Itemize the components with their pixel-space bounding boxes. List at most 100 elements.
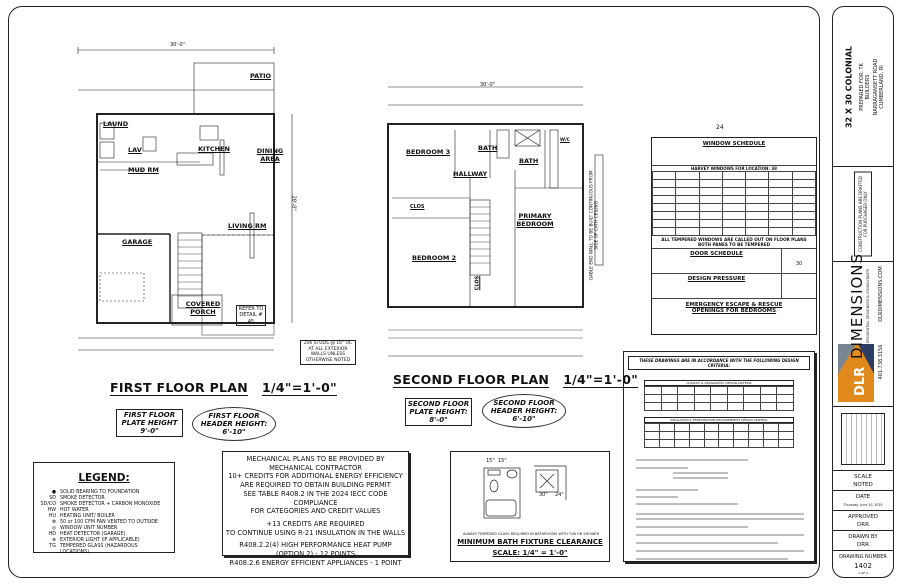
room-wic: W/C <box>560 138 570 143</box>
climatic-table-title: CLIMATIC & GEOGRAPHIC DESIGN CRITERIA <box>644 380 794 386</box>
room-closet-2: CLOS <box>474 275 481 291</box>
room-primary-bedroom: PRIMARY BEDROOM <box>516 212 554 228</box>
legend-label: TEMPERED GLASS (HAZARDOUS LOCATIONS) <box>59 544 138 555</box>
scale-value: NOTED <box>853 482 873 488</box>
dim-24: 24" <box>555 492 564 498</box>
first-floor-title: FIRST FLOOR PLAN 1/4"=1'-0" <box>110 380 337 396</box>
legend-label: WINDOW UNIT NUMBER <box>60 526 118 531</box>
second-floor-scale: 1/4"=1'-0" <box>563 372 639 388</box>
approved-label: APPROVED <box>848 514 878 520</box>
legend-symbol-icon: ✻ <box>51 520 56 525</box>
scale-field: SCALE NOTED <box>833 471 893 491</box>
company-tagline: RESIDENTIAL DESIGNERS & CONSULTANTS <box>866 268 870 344</box>
legend-symbol-icon: ◎ <box>51 526 56 531</box>
tempered-windows-note: ALL TEMPERED WINDOWS ARE CALLED OUT ON F… <box>652 236 816 249</box>
drawing-sheet-border <box>8 6 820 578</box>
design-pressure-title: DESIGN PRESSURE <box>687 276 746 282</box>
legend-label: SMOKE DETECTOR <box>60 496 105 501</box>
design-criteria-box: THESE DRAWINGS ARE IN ACCORDANCE WITH TH… <box>623 351 815 562</box>
window-manufacturer: HARVEY WINDOWS FOR LOCATION: 38 <box>652 165 816 171</box>
disclaimer: CONSTRUCTION PLANS ARE DRAFTED FOR PURCH… <box>854 171 872 257</box>
mechanical-note-line: MECHANICAL CONTRACTOR <box>269 463 362 472</box>
second-floor-plate-height: SECOND FLOOR PLATE HEIGHT: 8'-0" <box>405 398 472 426</box>
dim-15-a: 15" <box>486 458 495 464</box>
room-laundry: LAUND <box>103 120 129 128</box>
legend-symbol-icon: ⊕ <box>51 538 56 543</box>
dim-30: 30" <box>539 492 548 498</box>
room-dining-area: DINING AREA <box>256 147 284 163</box>
drawn-by-label: DRAWN BY <box>848 534 878 540</box>
bath-clearance-box: 15" 15" 30" 24" ALWAYS TEMPERED GLASS RE… <box>450 451 610 562</box>
disclaimer-section: CONSTRUCTION PLANS ARE DRAFTED FOR PURCH… <box>833 167 893 262</box>
legend-label: SOLID BEARING TO FOUNDATION <box>60 490 140 495</box>
insulation-table: INSULATION & FENESTRATION REQUIREMENTS D… <box>644 417 794 448</box>
refer-detail-note: REFER TO DETAIL # 45 <box>236 305 266 326</box>
window-schedule-title: WINDOW SCHEDULE <box>702 141 766 147</box>
first-floor-width-dim: 30'-0" <box>170 42 186 48</box>
mechanical-note-line: TO CONTINUE USING R-21 INSULATION IN THE… <box>225 528 406 537</box>
exterior-wall-note: 2x6 STUDS @ 16" OC AT ALL EXTERIOR WALLS… <box>300 340 356 365</box>
first-floor-plan-drawing <box>77 47 293 351</box>
legend-symbol-icon: TG <box>49 544 56 549</box>
second-floor-title-text: SECOND FLOOR PLAN <box>393 372 550 388</box>
legend-title: LEGEND: <box>78 472 130 484</box>
room-covered-porch: COVERED PORCH <box>185 300 221 316</box>
first-floor-title-text: FIRST FLOOR PLAN <box>110 380 249 396</box>
legend-label: HEAT DETECTOR (GARAGE) <box>60 532 126 537</box>
project-address: NARRAGANSETT ROAD CUMBERLAND, RI <box>873 58 885 115</box>
room-hallway: HALLWAY <box>453 170 488 178</box>
copyright-notice <box>841 413 885 465</box>
legend-item: ◎ WINDOW UNIT NUMBER <box>40 526 168 532</box>
second-floor-plan-drawing <box>387 86 604 357</box>
first-floor-scale: 1/4"=1'-0" <box>262 380 337 396</box>
drawing-number-label: DRAWING NUMBER <box>839 554 887 560</box>
mechanical-note-line: +13 CREDITS ARE REQUIRED <box>266 519 365 528</box>
legend-item: ●SOLID BEARING TO FOUNDATION <box>40 490 168 496</box>
first-floor-header-height: FIRST FLOOR HEADER HEIGHT: 6'-10" <box>192 407 276 441</box>
room-bath-1: BATH <box>478 144 498 152</box>
notice-section <box>833 407 893 471</box>
second-floor-title: SECOND FLOOR PLAN 1/4"=1'-0" <box>393 372 639 388</box>
page-number: 24 <box>716 124 724 131</box>
legend-item: ✻ 50 or 100 CFM FAN VENTED TO OUTSIDE <box>40 520 168 526</box>
scale-label: SCALE <box>854 474 872 480</box>
second-floor-width-dim: 30'-0" <box>480 82 496 88</box>
mechanical-note-line: R408.2.2(4) HIGH PERFORMANCE HEAT PUMP <box>239 541 392 550</box>
legend-label: 50 or 100 CFM FAN VENTED TO OUTSIDE <box>60 520 158 525</box>
dim-15-b: 15" <box>498 458 507 464</box>
date-value: Thursday, June 20, 2025 <box>843 503 883 507</box>
insulation-table-title: INSULATION & FENESTRATION REQUIREMENTS D… <box>644 417 794 423</box>
bath-fixture-diagram <box>483 465 567 519</box>
drawn-by-value: DRR <box>857 542 869 548</box>
door-schedule-title: DOOR SCHEDULE <box>690 251 743 257</box>
room-bedroom-2: BEDROOM 2 <box>412 254 457 262</box>
mechanical-note-line: R408.2.6 ENERGY EFFICIENT APPLIANCES - 1… <box>229 558 402 567</box>
room-bath-2: BATH <box>519 157 539 165</box>
legend-label: HEATING UNIT/ BOILER <box>60 514 115 519</box>
tempered-glass-note: ALWAYS TEMPERED GLASS REQUIRED IN BATHRO… <box>462 532 600 536</box>
logo-text: DLR <box>853 367 868 396</box>
schedule-box: WINDOW SCHEDULE HARVEY WINDOWS FOR LOCAT… <box>651 137 817 335</box>
approved-field: APPROVED DRR <box>833 511 893 531</box>
drawing-number-field: DRAWING NUMBER 1402 1 OF 4 <box>833 551 893 577</box>
prepared-for: PREPARED FOR: TK BUILDERS <box>859 62 871 111</box>
date-field: DATE Thursday, June 20, 2025 <box>833 491 893 511</box>
project-title: 32 X 30 COLONIAL <box>844 45 854 128</box>
room-closet-1: CLOS <box>410 204 425 210</box>
company-website: DLRDIMENSIONS.COM <box>878 266 884 322</box>
legend-label: EXTERIOR LIGHT (IF APPLICABLE) <box>60 538 140 543</box>
bath-clearance-scale: SCALE: 1/4" = 1'-0" <box>492 549 568 557</box>
title-block: 32 X 30 COLONIAL PREPARED FOR: TK BUILDE… <box>832 6 894 578</box>
date-label: DATE <box>855 494 871 500</box>
room-living: LIVING RM <box>228 222 267 230</box>
gable-end-note: GABLE END WALL TO BE BUILT CONTINUOUS FR… <box>589 170 600 281</box>
mechanical-note-line: 10+ CREDITS FOR ADDITIONAL ENERGY EFFICI… <box>228 472 403 481</box>
room-kitchen: KITCHEN <box>198 145 230 153</box>
mechanical-note-line: (OPTION 2) - 12 POINTS <box>275 550 356 559</box>
